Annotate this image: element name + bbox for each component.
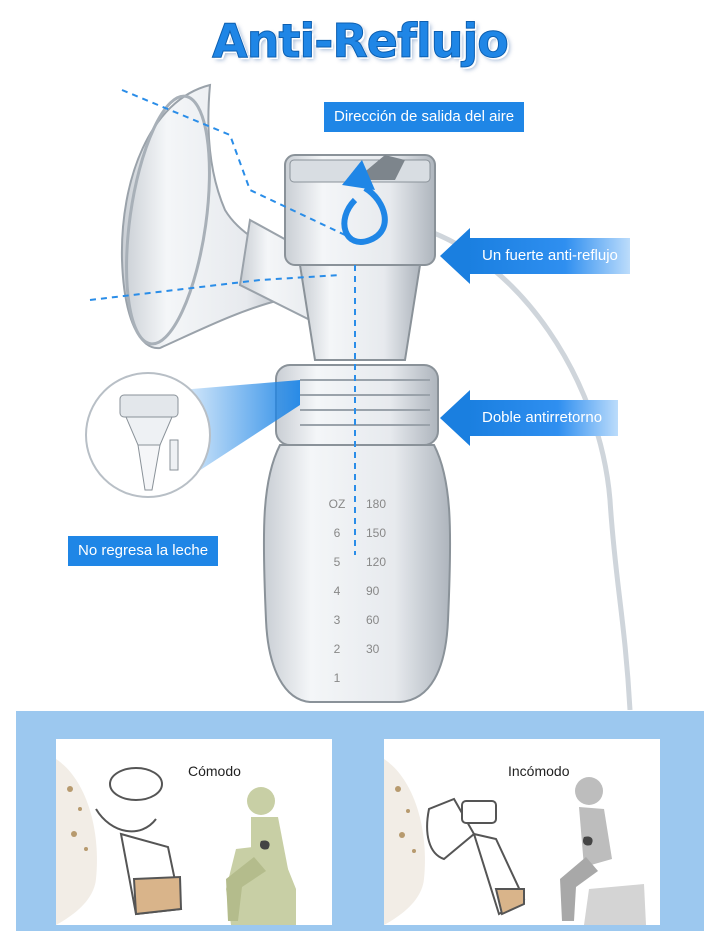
arrow-label-strong-anti-reflux: Un fuerte anti-reflujo [440,228,630,284]
comparison-card-comfortable: Cómodo [56,739,332,925]
flange [120,83,302,350]
caption-comfortable: Cómodo [188,763,241,779]
comfortable-illustration [56,759,296,925]
air-tube [419,225,633,710]
uncomfortable-illustration [384,759,646,925]
label-no-milk-return: No regresa la leche [68,536,219,566]
caption-uncomfortable: Incómodo [508,763,570,779]
scale-ml-tick: 180 [366,497,387,511]
label-double-backflow: Doble antirretorno [468,400,618,436]
valve-detail [119,394,179,491]
scale-oz-tick: 1 [333,671,341,685]
page-title: Anti-Reflujo [212,14,510,69]
left-arrow-icon [440,390,470,446]
scale-ml-tick: 150 [366,526,387,540]
left-arrow-icon [440,228,470,284]
bottle-scale-ml: 180 150 120 90 60 30 [366,490,394,664]
label-air-direction: Dirección de salida del aire [324,102,525,132]
comparison-panel: Cómodo Incómodo [16,711,704,931]
comparison-card-uncomfortable: Incómodo [384,739,660,925]
scale-oz-tick: 6 [333,526,341,540]
scale-oz-tick: 3 [333,613,341,627]
arrow-label-double-backflow: Doble antirretorno [440,390,618,446]
scale-ml-tick: 30 [366,642,380,656]
label-strong-anti-reflux: Un fuerte anti-reflujo [468,238,630,274]
bottle-scale-oz: OZ 6 5 4 3 2 1 [326,490,348,693]
scale-oz-tick: 4 [333,584,341,598]
scale-ml-tick: 90 [366,584,380,598]
scale-ml-tick: 60 [366,613,380,627]
scale-ml-tick: 120 [366,555,387,569]
scale-oz-tick: 5 [333,555,341,569]
bottle [262,444,452,703]
scale-oz-label: OZ [328,497,346,511]
scale-oz-tick: 2 [333,642,341,656]
breast-pump-illustration [85,83,633,710]
